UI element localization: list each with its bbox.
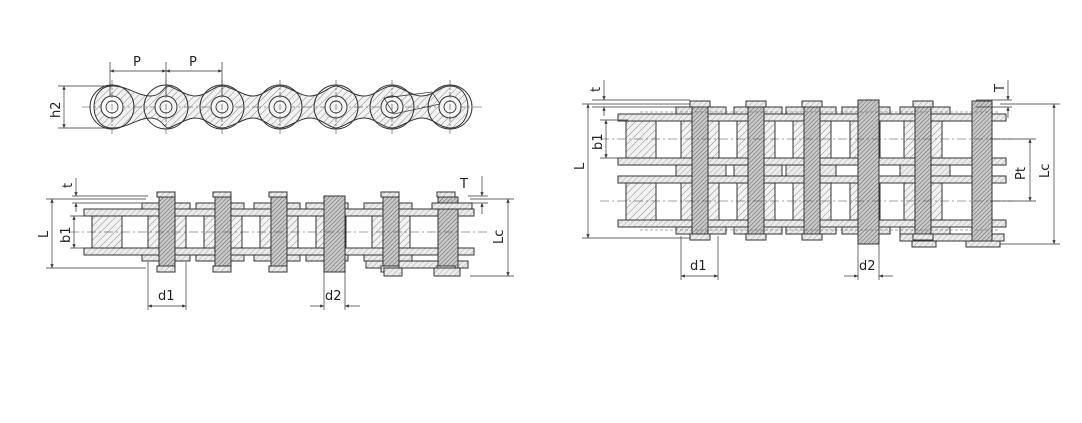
double-clip <box>911 240 937 248</box>
connecting-pin <box>323 195 346 273</box>
inner-width-label: b1 <box>59 226 74 243</box>
double-plate-thickness-label: t <box>589 87 604 92</box>
double-connecting-width-label: Lc <box>1038 164 1053 178</box>
double-pin-head-top <box>912 100 934 108</box>
transverse-pitch-label: Pt <box>1014 167 1029 180</box>
clip-end <box>433 267 461 277</box>
pin-head-top <box>156 191 176 198</box>
double-roller-pin <box>747 100 765 240</box>
plate-height-label: h2 <box>49 101 64 118</box>
double-roller-end <box>625 120 657 159</box>
pitch-label-a: P <box>133 55 141 70</box>
double-roller-pin <box>803 100 821 240</box>
pin-head-bottom <box>212 265 232 273</box>
outer-plate-thickness-label: T <box>459 177 468 192</box>
pin-head-bottom <box>156 265 176 273</box>
pin-head-top <box>380 191 400 198</box>
double-pin-head-bottom <box>689 233 711 241</box>
double-pin-head-bottom <box>912 233 934 241</box>
pin-head-top <box>436 191 456 198</box>
double-outer-plate-thickness-label: T <box>993 84 1008 93</box>
pin-diameter-label: d2 <box>325 289 342 304</box>
connecting-plate-outer <box>365 260 469 269</box>
double-pin-diameter-label: d2 <box>859 259 876 274</box>
clip-bottom <box>383 267 403 277</box>
double-roller-pin <box>914 100 932 240</box>
pin-head-top <box>268 191 288 198</box>
double-roller-diameter-label: d1 <box>690 259 707 274</box>
double-connecting-pin <box>857 99 880 245</box>
end-plate-top <box>431 202 473 210</box>
double-chain-top-view: t L b1 T Pt Lc d1 d2 <box>573 80 1060 280</box>
double-connect-plate-outer <box>899 233 1005 242</box>
pin-head-bottom <box>268 265 288 273</box>
double-pin-head-top <box>801 100 823 108</box>
double-end-pin <box>971 100 993 244</box>
pitch-label-b: P <box>189 55 197 70</box>
double-pin-head-bottom <box>745 233 767 241</box>
overall-width-label: L <box>37 230 52 238</box>
plate-thickness-label: t <box>61 183 76 188</box>
double-pin-head-top <box>689 100 711 108</box>
double-roller-pin <box>691 100 709 240</box>
double-inner-width-label: b1 <box>591 133 606 150</box>
double-pin-head-top <box>745 100 767 108</box>
double-end-clip <box>965 240 1001 248</box>
single-chain-top-view: t L b1 T Lc d1 d2 <box>37 176 514 310</box>
single-chain-side-view: P P h2 <box>49 55 484 134</box>
connecting-link-lever <box>383 91 441 115</box>
double-overall-width-label: L <box>573 162 588 170</box>
double-pin-head-bottom <box>801 233 823 241</box>
double-roller-end <box>625 182 657 221</box>
roller-diameter-label: d1 <box>158 289 175 304</box>
pin-head-top <box>212 191 232 198</box>
connecting-width-label: Lc <box>492 230 507 244</box>
